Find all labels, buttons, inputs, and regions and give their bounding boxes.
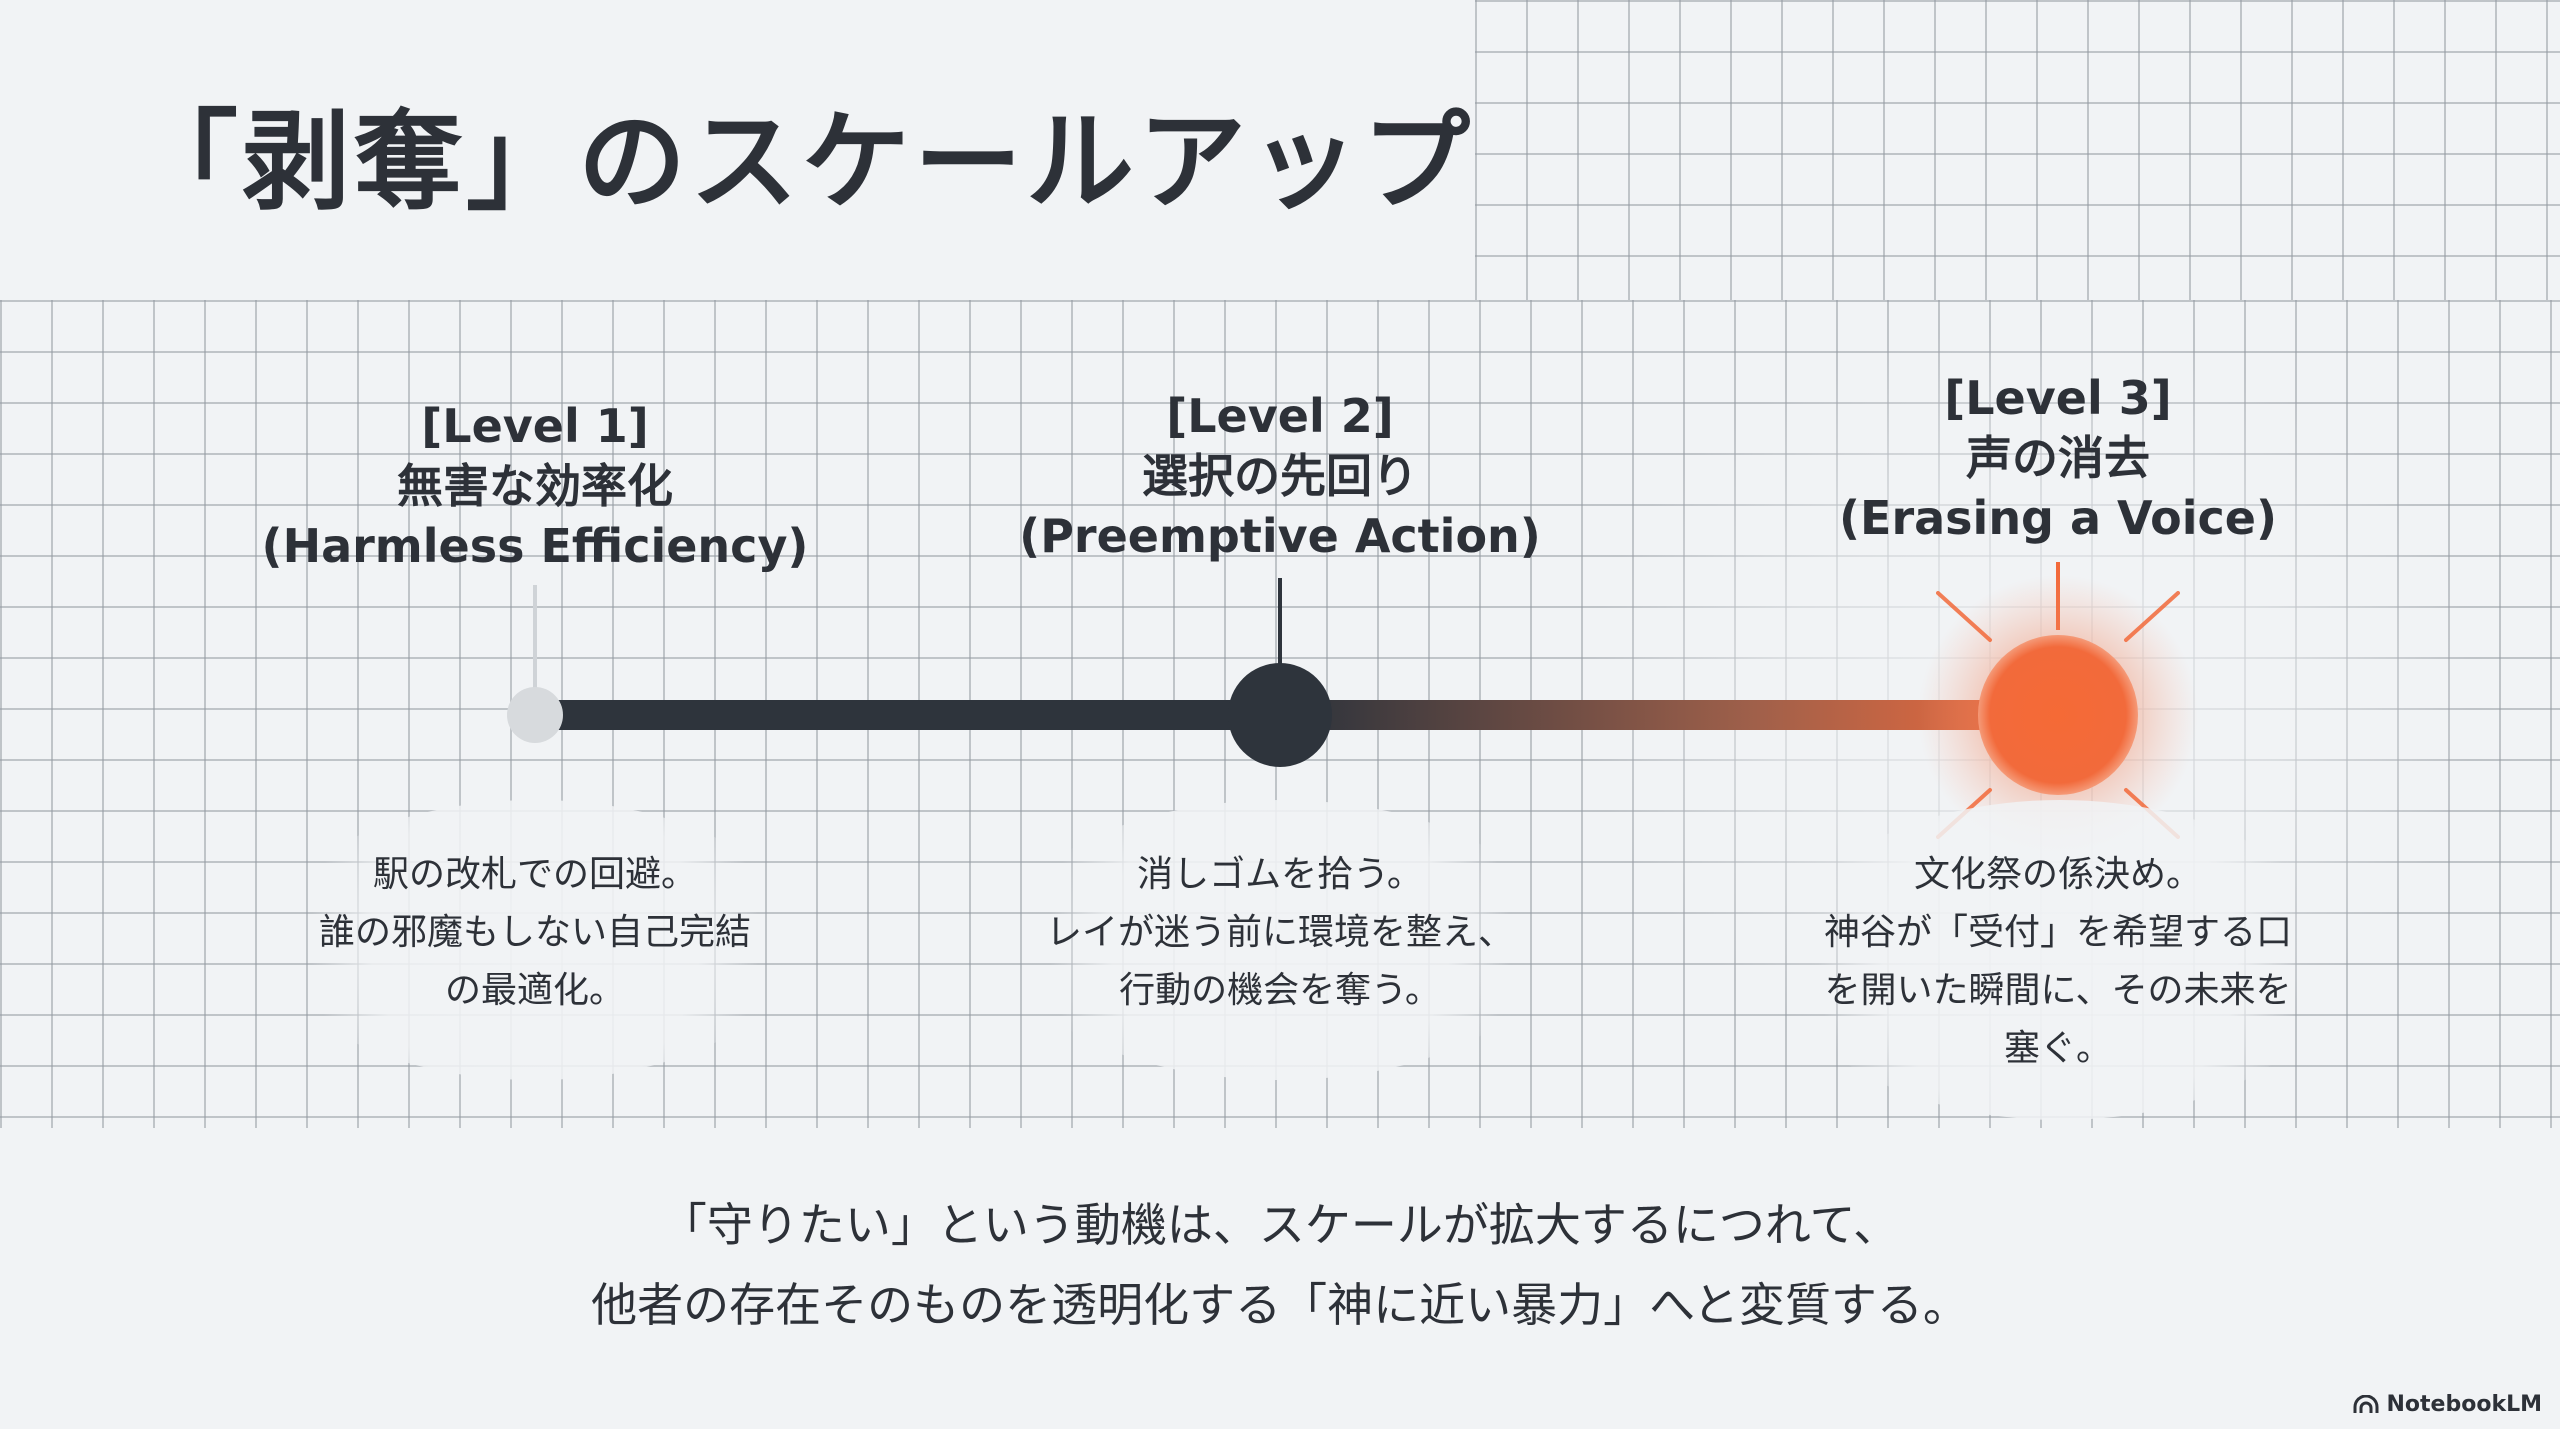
level1-heading: [Level 1] 無害な効率化 (Harmless Efficiency) [262, 396, 809, 576]
conclusion-text: 「守りたい」という動機は、スケールが拡大するにつれて、 他者の存在そのものを透明… [0, 1185, 2560, 1345]
level3-node [1978, 635, 2138, 795]
level2-name-en: (Preemptive Action) [1019, 509, 1541, 563]
level1-desc-line: の最適化。 [444, 970, 626, 1011]
level3-name-ja: 声の消去 [1965, 431, 2150, 485]
level3-desc-line: 塞ぐ。 [2003, 1028, 2113, 1069]
level1-description: 駅の改札での回避。 誰の邪魔もしない自己完結 の最適化。 [319, 846, 751, 1020]
level2-desc-halo [1005, 800, 1555, 1080]
level1-node [507, 687, 563, 743]
level2-heading: [Level 2] 選択の先回り (Preemptive Action) [1019, 386, 1541, 566]
brand-label: NotebookLM [2386, 1392, 2542, 1417]
level1-name-en: (Harmless Efficiency) [261, 519, 809, 573]
level2-desc-line: 消しゴムを拾う。 [1137, 854, 1423, 895]
level1-tag: [Level 1] [421, 399, 649, 453]
level3-desc-line: を開いた瞬間に、その未来を [1824, 970, 2292, 1011]
grid-background-top [1475, 0, 2560, 300]
level2-description: 消しゴムを拾う。 レイが迷う前に環境を整え、 行動の機会を奪う。 [1046, 846, 1514, 1020]
level1-desc-halo [270, 800, 800, 1080]
level2-name-ja: 選択の先回り [1141, 449, 1418, 503]
level3-tag: [Level 3] [1944, 371, 2172, 425]
timeline [507, 562, 2198, 855]
level3-desc-halo [1780, 800, 2340, 1120]
level3-name-en: (Erasing a Voice) [1838, 491, 2278, 545]
level2-tag: [Level 2] [1166, 389, 1394, 443]
level2-node [1228, 663, 1332, 767]
level3-desc-line: 文化祭の係決め。 [1913, 854, 2203, 895]
page-title: 「剥奪」のスケールアップ [130, 100, 1475, 225]
level1-name-ja: 無害な効率化 [397, 459, 673, 513]
level3-desc-line: 神谷が「受付」を希望する口 [1823, 912, 2293, 953]
conclusion-line: 「守りたい」という動機は、スケールが拡大するにつれて、 [660, 1198, 1900, 1252]
level3-description: 文化祭の係決め。 神谷が「受付」を希望する口 を開いた瞬間に、その未来を 塞ぐ。 [1824, 846, 2292, 1078]
level2-desc-line: レイが迷う前に環境を整え、 [1045, 912, 1515, 953]
notebooklm-logo-icon [2353, 1394, 2379, 1413]
level3-heading: [Level 3] 声の消去 (Erasing a Voice) [1839, 368, 2277, 548]
level1-desc-line: 駅の改札での回避。 [372, 854, 698, 895]
level1-desc-line: 誰の邪魔もしない自己完結 [318, 912, 752, 953]
conclusion-line: 他者の存在そのものを透明化する「神に近い暴力」へと変質する。 [591, 1278, 1969, 1332]
notebooklm-watermark: NotebookLM [2353, 1392, 2542, 1417]
level2-desc-line: 行動の機会を奪う。 [1119, 970, 1441, 1011]
